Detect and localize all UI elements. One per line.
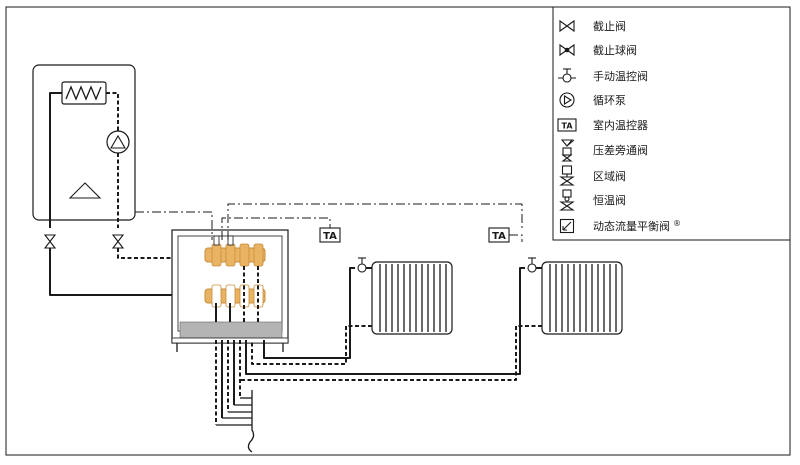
circulation-pump-icon	[559, 92, 575, 108]
cabinet-base-panel	[179, 321, 283, 341]
legend-label-circulation-pump: 循环泵	[593, 94, 626, 107]
zone-actuators	[213, 235, 234, 246]
control-wiring	[135, 203, 523, 240]
burner-triangle-icon	[68, 182, 102, 199]
legend-label-dynamic-flow-balancing-valve: 动态流量平衡阀®	[593, 219, 681, 233]
room-thermostat-b-label: TA	[492, 231, 506, 242]
boiler-casing	[32, 64, 136, 221]
boiler	[32, 64, 136, 228]
floor-break-line	[247, 390, 255, 453]
differential-pressure-bypass-valve-icon	[560, 139, 575, 162]
legend-label-thermostatic-valve: 恒温阀	[593, 193, 626, 207]
legend-label-ball-valve: 截止球阀	[593, 43, 637, 57]
boiler-supply-valve	[43, 234, 57, 249]
boiler-return-valve	[111, 234, 125, 249]
cabinet-base-ledge	[171, 337, 289, 344]
radiator-a	[371, 261, 453, 335]
legend-box	[552, 6, 791, 241]
legend-label-gate-valve: 截止阀	[593, 19, 626, 33]
heat-exchanger-coil-icon	[65, 85, 102, 101]
room-thermostat-icon: TA	[557, 118, 577, 132]
manual-thermostatic-valve-icon	[558, 68, 576, 83]
legend-label-zone-valve: 区域阀	[593, 169, 626, 183]
legend-label-differential-pressure-bypass-valve: 压差旁通阀	[593, 143, 648, 157]
manifold-supply-bar	[204, 284, 266, 308]
legend-label-room-thermostat: 室内温控器	[593, 118, 648, 132]
room-thermostat-a: TA	[319, 227, 341, 243]
thermostatic-valve-icon	[559, 189, 575, 211]
room-thermostat-a-label: TA	[323, 231, 337, 242]
room-thermostat-b: TA	[488, 227, 510, 243]
svg-text:TA: TA	[561, 122, 573, 131]
dynamic-flow-balancing-valve-icon	[559, 218, 575, 234]
manifold-return-bar	[204, 243, 266, 267]
zone-valve-icon	[559, 165, 575, 186]
underfloor-loops	[215, 340, 255, 453]
pump-triangle-icon	[110, 134, 126, 149]
legend-label-manual-thermostatic-valve: 手动温控阀	[593, 69, 648, 83]
radiator-b	[541, 261, 623, 335]
legend: 截止阀 截止球阀 手动温控阀 循环泵 TA 室内温控器	[552, 6, 791, 241]
circulation-pump	[106, 130, 130, 154]
ball-valve-icon	[559, 43, 575, 57]
gate-valve-icon	[559, 19, 575, 33]
